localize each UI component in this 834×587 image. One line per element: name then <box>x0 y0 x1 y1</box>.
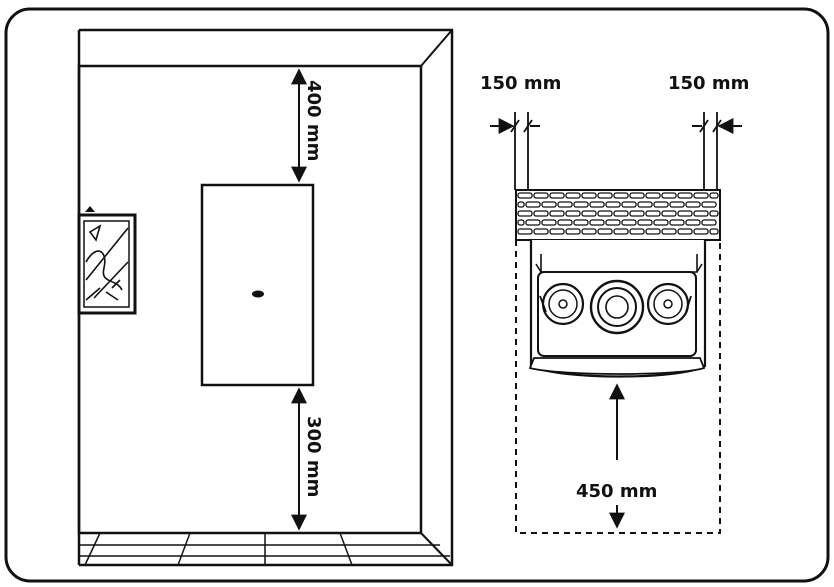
brick <box>549 210 565 217</box>
front-clearance-label: 450 mm <box>576 481 657 502</box>
front-clearance-zone <box>515 240 721 534</box>
brick <box>693 192 709 199</box>
brick <box>605 201 621 208</box>
brick <box>677 228 693 235</box>
brick <box>629 228 645 235</box>
brick <box>565 228 581 235</box>
brick <box>605 219 621 226</box>
brick <box>597 228 613 235</box>
boiler-plan <box>528 240 707 378</box>
brick <box>701 201 717 208</box>
brick <box>589 201 605 208</box>
brick <box>661 228 677 235</box>
brick <box>541 219 557 226</box>
brick <box>573 219 589 226</box>
brick <box>533 192 549 199</box>
brick <box>653 219 669 226</box>
brick <box>661 210 677 217</box>
brick <box>517 219 525 226</box>
brick <box>645 228 661 235</box>
brick <box>701 219 717 226</box>
front-elevation-view: 400 mm 300 mm <box>77 28 454 567</box>
outer-frame <box>4 7 830 583</box>
brick <box>589 219 605 226</box>
brick <box>613 192 629 199</box>
brick <box>653 201 669 208</box>
brick <box>597 210 613 217</box>
brick <box>581 228 597 235</box>
brick <box>549 228 565 235</box>
brick <box>661 192 677 199</box>
brick <box>693 228 709 235</box>
brick <box>693 210 709 217</box>
brick <box>621 201 637 208</box>
floor-tiles <box>79 532 450 566</box>
brick <box>573 201 589 208</box>
brick <box>637 201 653 208</box>
brick <box>645 192 661 199</box>
brick <box>525 201 541 208</box>
brick <box>613 210 629 217</box>
brick <box>517 192 533 199</box>
brick <box>565 210 581 217</box>
plan-view: 150 mm 150 mm <box>480 73 749 534</box>
brick <box>517 228 533 235</box>
right-side-clearance-label: 150 mm <box>668 73 749 94</box>
brick <box>677 210 693 217</box>
brick <box>669 219 685 226</box>
brick <box>557 201 573 208</box>
brick <box>565 192 581 199</box>
left-side-clearance-label: 150 mm <box>480 73 561 94</box>
brick <box>685 219 701 226</box>
brick <box>613 228 629 235</box>
brick <box>517 210 533 217</box>
brick <box>597 192 613 199</box>
brick <box>541 201 557 208</box>
wall-picture <box>77 206 137 315</box>
brick-wall <box>515 189 721 241</box>
brick <box>581 192 597 199</box>
brick <box>517 201 525 208</box>
brick <box>709 228 719 235</box>
brick <box>525 219 541 226</box>
brick <box>629 192 645 199</box>
brick <box>549 192 565 199</box>
brick <box>557 219 573 226</box>
brick <box>645 210 661 217</box>
brick <box>621 219 637 226</box>
brick <box>581 210 597 217</box>
brick <box>685 201 701 208</box>
brick <box>709 210 719 217</box>
bottom-clearance-label: 300 mm <box>303 416 324 497</box>
brick <box>533 228 549 235</box>
top-clearance-label: 400 mm <box>303 80 324 161</box>
brick <box>533 210 549 217</box>
boiler-indicator <box>252 290 264 298</box>
brick <box>637 219 653 226</box>
brick <box>669 201 685 208</box>
brick <box>629 210 645 217</box>
boiler-front <box>200 183 315 387</box>
brick <box>677 192 693 199</box>
brick <box>709 192 719 199</box>
